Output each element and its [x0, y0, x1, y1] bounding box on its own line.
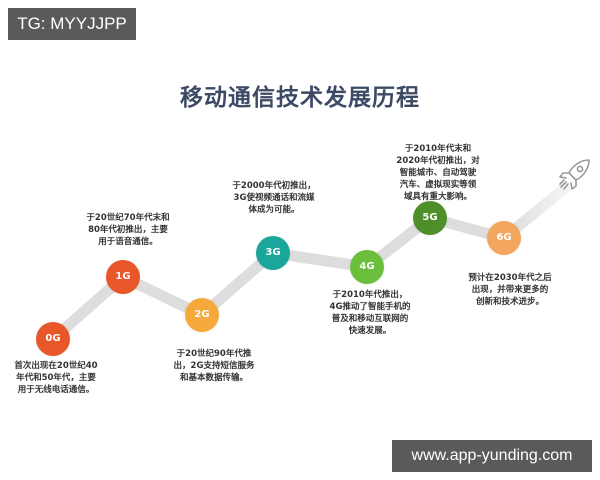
rocket-icon — [559, 159, 590, 190]
desc-line: 用于语音通信。 — [98, 237, 158, 247]
desc-line: 3G使视频通话和流媒 — [233, 193, 315, 203]
node-4g: 4G — [350, 250, 384, 284]
desc-line: 4G推动了智能手机的 — [329, 302, 411, 312]
desc-line: 汽车、虚拟现实等领 — [399, 180, 477, 190]
desc-line: 快速发展。 — [348, 326, 392, 336]
desc-line: 预计在2030年代之后 — [468, 273, 552, 283]
desc-line: 普及和移动互联网的 — [331, 314, 409, 324]
desc-0g: 首次出现在20世纪40 年代和50年代，主要 用于无线电话通信。 — [6, 360, 106, 396]
desc-line: 于20世纪70年代末和 — [86, 213, 170, 223]
desc-2g: 于20世纪90年代推 出，2G支持短信服务 和基本数据传输。 — [164, 348, 264, 384]
node-6g: 6G — [487, 221, 521, 255]
desc-line: 于2010年代末和 — [404, 144, 472, 154]
desc-line: 首次出现在20世纪40 — [14, 361, 98, 371]
diagram-title: 移动通信技术发展历程 — [180, 85, 420, 111]
desc-1g: 于20世纪70年代末和 80年代初推出，主要 用于语音通信。 — [78, 212, 178, 248]
node-label: 6G — [496, 232, 512, 243]
desc-line: 于2000年代初推出， — [232, 181, 316, 191]
desc-line: 出，2G支持短信服务 — [173, 361, 255, 371]
desc-line: 域具有重大影响。 — [403, 192, 472, 202]
node-label: 0G — [45, 333, 61, 344]
desc-line: 2020年代初推出，对 — [396, 156, 480, 166]
desc-line: 年代和50年代，主要 — [16, 373, 96, 383]
desc-3g: 于2000年代初推出， 3G使视频通话和流媒 体成为可能。 — [224, 180, 324, 216]
desc-line: 和基本数据传输。 — [179, 373, 248, 383]
node-label: 5G — [422, 212, 438, 223]
node-label: 3G — [265, 247, 281, 258]
node-label: 1G — [115, 271, 131, 282]
desc-line: 出现，并带来更多的 — [471, 285, 549, 295]
desc-line: 体成为可能。 — [248, 205, 300, 215]
node-0g: 0G — [36, 322, 70, 356]
desc-5g: 于2010年代末和 2020年代初推出，对 智能城市、自动驾驶 汽车、虚拟现实等… — [388, 143, 488, 203]
node-2g: 2G — [185, 298, 219, 332]
node-label: 4G — [359, 261, 375, 272]
node-3g: 3G — [256, 236, 290, 270]
desc-line: 用于无线电话通信。 — [17, 385, 95, 395]
desc-4g: 于2010年代推出， 4G推动了智能手机的 普及和移动互联网的 快速发展。 — [320, 289, 420, 337]
watermark-top: TG: MYYJJPP — [8, 8, 136, 40]
desc-line: 于2010年代推出， — [332, 290, 408, 300]
desc-line: 于20世纪90年代推 — [176, 349, 252, 359]
node-1g: 1G — [106, 260, 140, 294]
desc-line: 智能城市、自动驾驶 — [399, 168, 477, 178]
desc-line: 80年代初推出，主要 — [88, 225, 168, 235]
watermark-bottom: www.app-yunding.com — [392, 440, 592, 472]
node-label: 2G — [194, 309, 210, 320]
node-5g: 5G — [413, 201, 447, 235]
desc-line: 创新和技术进步。 — [475, 297, 544, 307]
desc-6g: 预计在2030年代之后 出现，并带来更多的 创新和技术进步。 — [458, 272, 562, 308]
